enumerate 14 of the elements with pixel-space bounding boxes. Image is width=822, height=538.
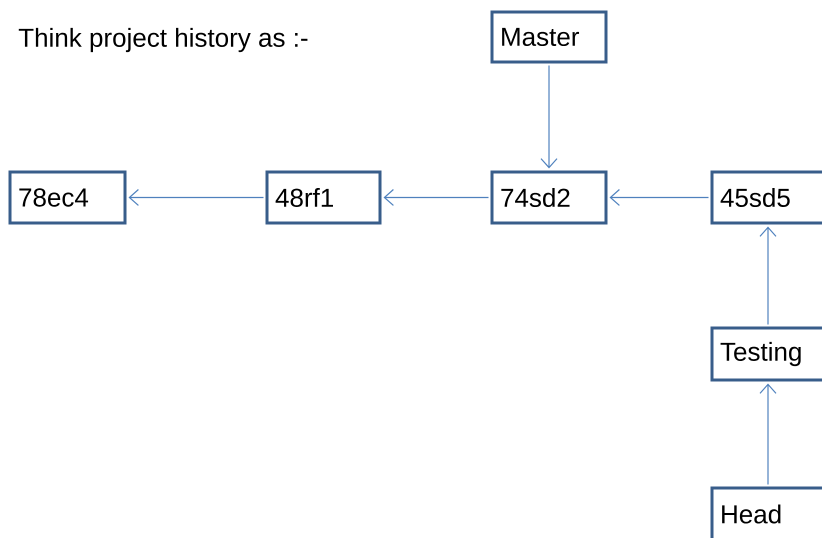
arrow	[128, 189, 264, 206]
commit-box: 74sd2	[490, 170, 608, 224]
arrow	[384, 189, 488, 206]
arrow	[540, 66, 558, 168]
arrow	[760, 383, 776, 484]
commit-box: 48rf1	[266, 170, 382, 224]
commit-box: Testing	[710, 326, 822, 382]
heading-text: Think project history as :-	[18, 28, 308, 52]
arrow	[610, 189, 708, 206]
commit-box: 78ec4	[8, 170, 126, 224]
commit-box: Master	[490, 10, 608, 64]
arrow	[760, 226, 776, 324]
commit-box: Head	[710, 486, 822, 538]
commit-box: 45sd5	[710, 170, 822, 224]
